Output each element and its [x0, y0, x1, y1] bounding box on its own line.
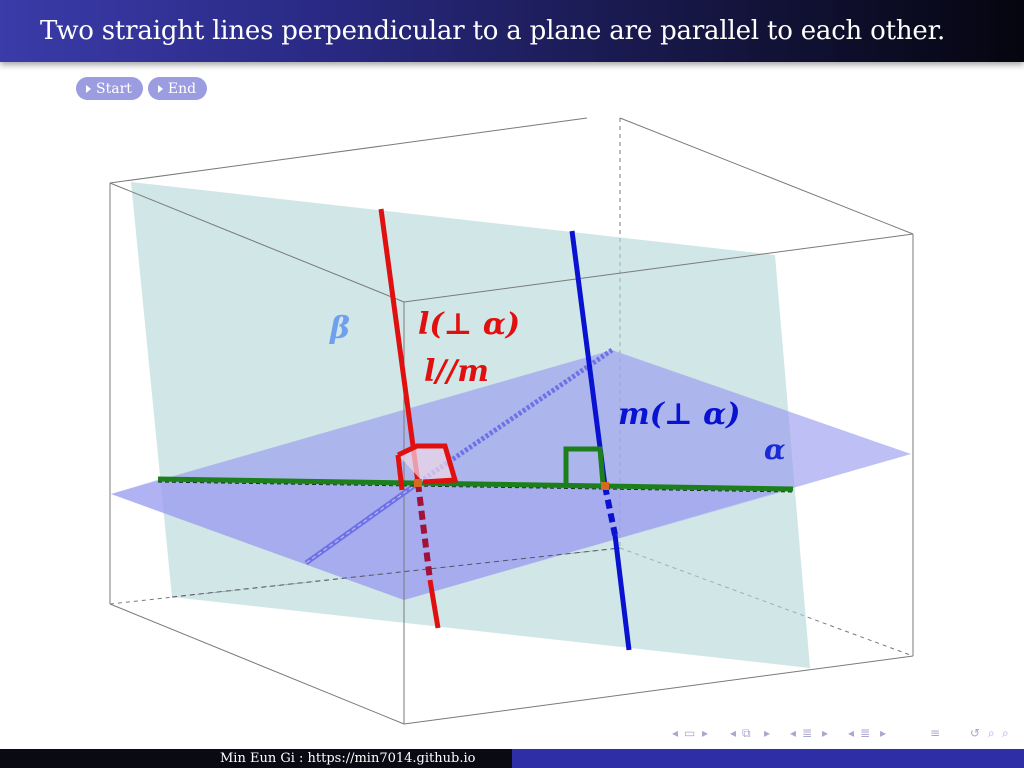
next-subsection-icon[interactable]: ▸ — [880, 726, 887, 740]
label-beta: β — [329, 311, 350, 346]
label-l-perp: l(⊥ α) — [418, 307, 520, 342]
beamer-navigation: ◂ ▭ ▸ ◂ ⧉ ▸ ◂ ≣ ▸ ◂ ≣ ▸ ≡ ↺ ⌕ ⌕ — [672, 726, 1018, 742]
line-l — [378, 208, 441, 629]
frame-icon[interactable]: ▭ — [684, 726, 696, 740]
label-l-par-m: l//m — [424, 354, 489, 389]
undo-icon[interactable]: ↺ — [970, 726, 981, 740]
section-icon[interactable]: ≣ — [802, 726, 813, 740]
line-m — [569, 230, 632, 651]
foot-point-m — [601, 482, 609, 490]
plane-alpha — [111, 350, 911, 600]
end-button[interactable]: End — [147, 77, 208, 100]
label-m-perp: m(⊥ α) — [618, 397, 740, 432]
next-slide-icon[interactable]: ▸ — [764, 726, 771, 740]
title-bar: Two straight lines perpendicular to a pl… — [0, 0, 1024, 62]
play-icon — [157, 84, 163, 93]
hidden-line — [171, 547, 621, 598]
intersection-line — [157, 476, 794, 493]
next-section-icon[interactable]: ▸ — [822, 726, 829, 740]
next-frame-icon[interactable]: ▸ — [702, 726, 709, 740]
start-button[interactable]: Start — [76, 77, 143, 100]
animation-controls: Start End — [76, 77, 208, 100]
align-icon[interactable]: ≡ — [930, 726, 941, 740]
footer-author-text: Min Eun Gi : https://min7014.github.io — [220, 751, 476, 766]
label-alpha: α — [764, 433, 786, 466]
footer-author: Min Eun Gi : https://min7014.github.io — [0, 749, 512, 768]
right-angle-markers — [395, 443, 606, 491]
foot-point-l — [414, 479, 422, 487]
prev-section-icon[interactable]: ◂ — [790, 726, 797, 740]
slide-icon[interactable]: ⧉ — [742, 726, 751, 740]
footer-bar — [512, 749, 1024, 768]
search-icon[interactable]: ⌕ — [988, 726, 995, 740]
slide-title: Two straight lines perpendicular to a pl… — [40, 16, 946, 46]
prev-frame-icon[interactable]: ◂ — [672, 726, 679, 740]
start-button-label: Start — [96, 80, 132, 97]
end-button-label: End — [167, 80, 197, 97]
subsection-icon[interactable]: ≣ — [860, 726, 871, 740]
plane-alpha-front — [111, 479, 793, 600]
prev-subsection-icon[interactable]: ◂ — [848, 726, 855, 740]
prev-slide-icon[interactable]: ◂ — [730, 726, 737, 740]
play-icon — [86, 84, 91, 93]
zoom-icon[interactable]: ⌕ — [1002, 726, 1009, 740]
